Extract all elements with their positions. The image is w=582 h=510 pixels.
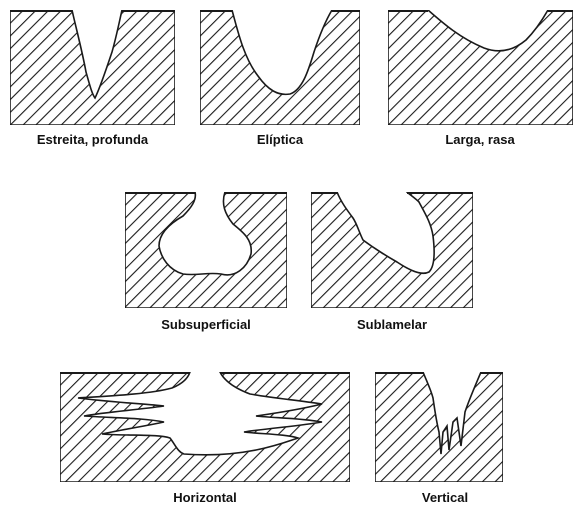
label-estreita-profunda: Estreita, profunda [0, 132, 185, 147]
metal-section [388, 10, 573, 125]
metal-section [375, 372, 503, 482]
label-larga-rasa: Larga, rasa [420, 132, 540, 147]
metal-section [10, 10, 175, 125]
label-vertical: Vertical [400, 490, 490, 505]
panel-vertical [375, 372, 503, 482]
metal-section [125, 192, 287, 308]
label-eliptica: Elíptica [230, 132, 330, 147]
label-horizontal: Horizontal [150, 490, 260, 505]
panel-subsuperficial [125, 192, 287, 308]
metal-section [60, 372, 350, 482]
panel-larga-rasa [388, 10, 573, 125]
label-subsuperficial: Subsuperficial [136, 317, 276, 332]
metal-section [200, 10, 360, 125]
panel-sublamelar [311, 192, 473, 308]
metal-section [311, 192, 473, 308]
panel-estreita-profunda [10, 10, 175, 125]
label-sublamelar: Sublamelar [332, 317, 452, 332]
panel-horizontal [60, 372, 350, 482]
panel-eliptica [200, 10, 360, 125]
